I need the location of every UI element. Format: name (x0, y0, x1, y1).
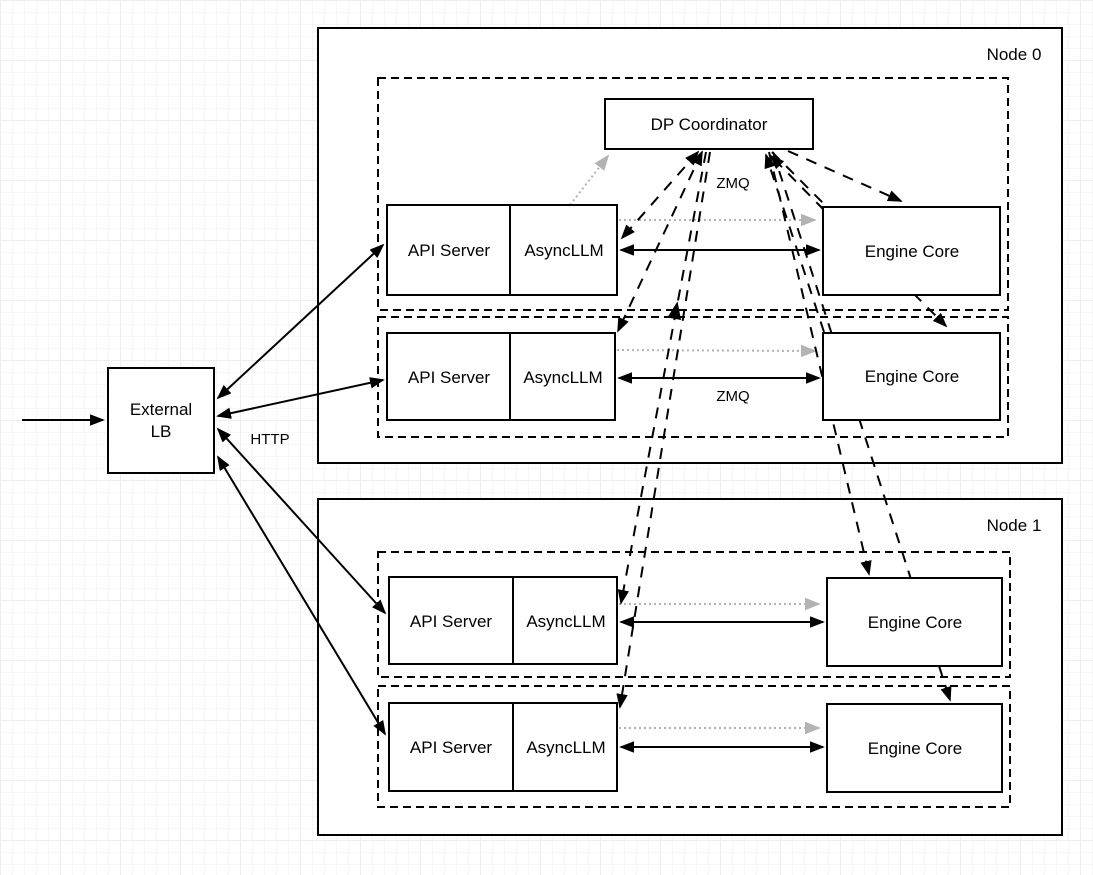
engine-core-box-4 (826, 703, 1003, 793)
api-server-4-label: API Server (410, 738, 493, 757)
node-0-label: Node 0 (987, 45, 1042, 64)
asyncllm-4-label: AsyncLLM (526, 738, 605, 757)
edge-engine1-coord (771, 156, 825, 211)
api-async-box-3 (388, 576, 618, 665)
worker-row-1 (386, 204, 1001, 296)
edge-coord-async3 (621, 151, 707, 603)
node1-rank0-dashed-box (377, 551, 1011, 678)
api-async-box-4 (388, 702, 618, 792)
external-lb-label-line2: LB (151, 422, 172, 441)
engine-core-2-label: Engine Core (865, 367, 960, 386)
edge-dotted-async1-coordinator (569, 156, 608, 206)
dp-coordinator-box (604, 98, 814, 150)
engine-core-box-1 (822, 206, 1001, 296)
node-1-label: Node 1 (987, 516, 1042, 535)
engine-core-3-label: Engine Core (868, 613, 963, 632)
asyncllm-1-label: AsyncLLM (524, 241, 603, 260)
worker-row-2 (386, 332, 1001, 421)
engine-core-box-2 (822, 332, 1001, 421)
edge-lb-api2 (218, 380, 383, 416)
engine-core-box-3 (826, 577, 1003, 667)
api-server-3-label: API Server (410, 612, 493, 631)
edge-lb-api1 (218, 245, 383, 398)
edge-coord-engine1 (787, 150, 901, 202)
content-boxes (107, 98, 1003, 793)
edge-coord-async4 (620, 151, 711, 707)
asyncllm-3-label: AsyncLLM (526, 612, 605, 631)
api-server-1-label: API Server (408, 241, 491, 260)
edge-coord-engine4 (772, 151, 950, 700)
node1-rank1-dashed-box (377, 685, 1011, 808)
api-async-box-1 (386, 204, 618, 296)
edge-async3-up-arrowhead (667, 301, 682, 321)
edge-coord-async2 (617, 152, 703, 331)
dp-coordinator-label: DP Coordinator (651, 115, 768, 134)
api-server-2-label: API Server (408, 368, 491, 387)
external-lb-box (107, 367, 215, 474)
worker-row-3 (388, 576, 1003, 667)
zmq-engine-label: ZMQ (716, 388, 749, 405)
zmq-coordinator-label: ZMQ (716, 175, 749, 192)
engine-core-4-label: Engine Core (868, 739, 963, 758)
http-label: HTTP (250, 431, 289, 448)
edge-dotted-row2 (616, 350, 815, 351)
edge-coord-engine3 (768, 151, 869, 574)
api-async-box-2 (386, 332, 616, 421)
asyncllm-2-label: AsyncLLM (523, 368, 602, 387)
engine-core-1-label: Engine Core (865, 242, 960, 261)
external-lb-label-line1: External (130, 400, 192, 419)
edges (22, 150, 950, 747)
edge-lb-api4 (218, 457, 385, 734)
worker-row-4 (388, 702, 1003, 793)
